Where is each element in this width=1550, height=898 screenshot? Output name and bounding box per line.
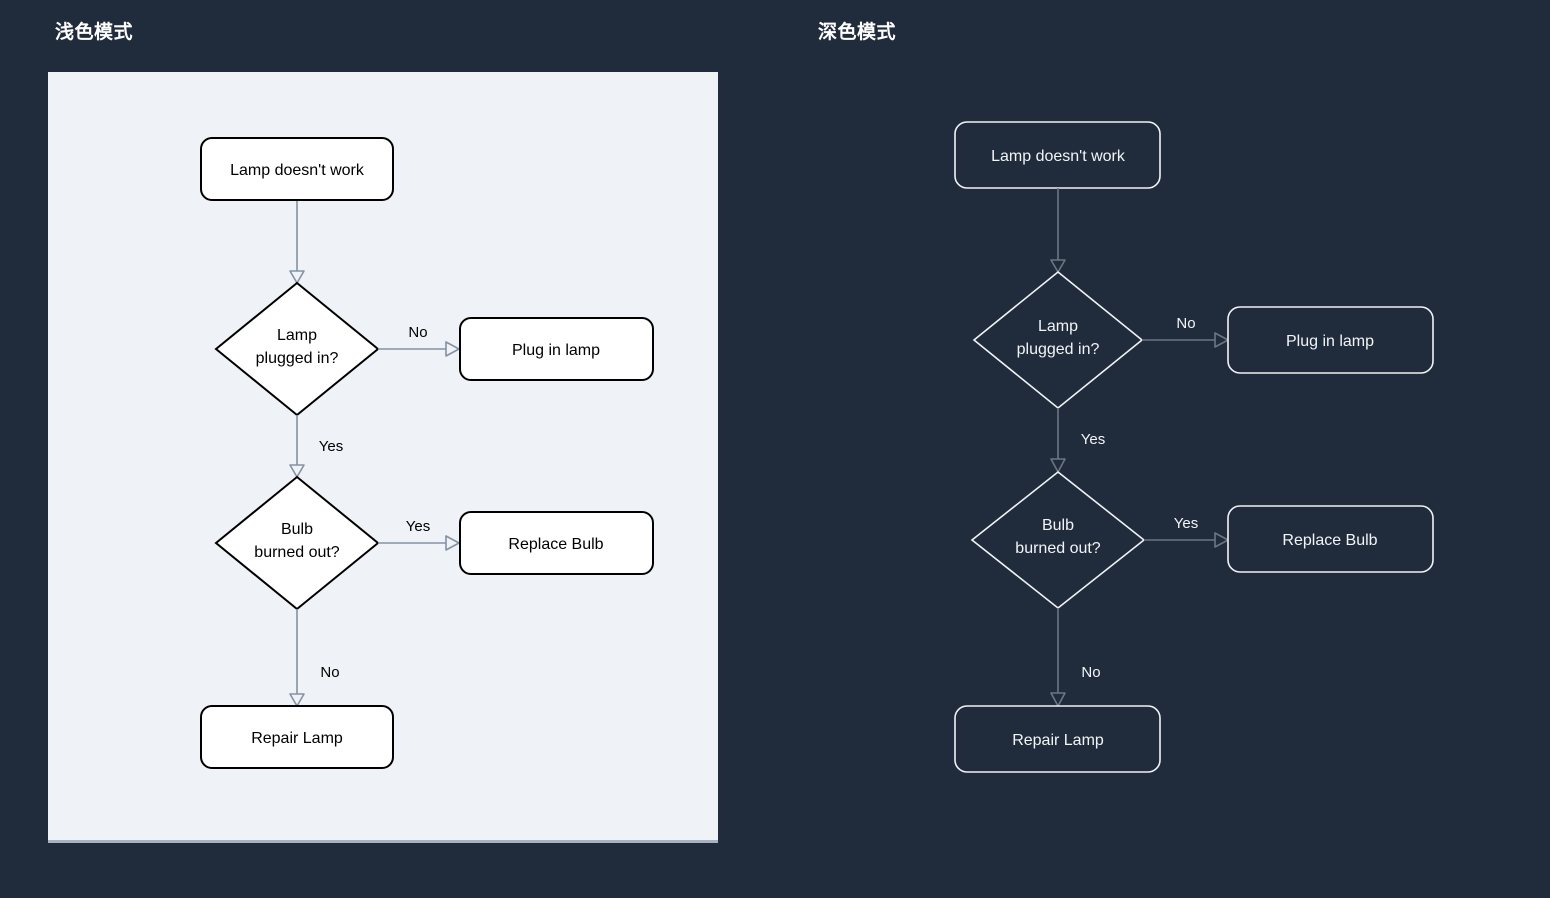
dark-mode-flowchart: Lamp doesn't work Lamp plugged in? No Pl… [954, 121, 1434, 773]
dark-edge-start-decision1 [1050, 188, 1066, 273]
dark-repair-label: Repair Lamp [1012, 732, 1104, 749]
arrow-right-icon [445, 535, 460, 551]
light-edge-yes1-label: Yes [319, 438, 343, 455]
dark-mode-title: 深色模式 [818, 22, 897, 43]
dark-start-label: Lamp doesn't work [991, 148, 1126, 165]
light-edge-yes2-label: Yes [406, 518, 430, 535]
dark-edge-yes2: Yes [1144, 515, 1229, 548]
dark-replace-node: Replace Bulb [1227, 505, 1434, 573]
light-decision2-label-line2: burned out? [254, 544, 340, 561]
light-replace-label: Replace Bulb [508, 536, 603, 553]
light-plug-node: Plug in lamp [459, 317, 654, 381]
light-decision1-shape [214, 281, 380, 417]
dark-replace-label: Replace Bulb [1282, 532, 1377, 549]
light-repair-label: Repair Lamp [251, 730, 343, 747]
arrow-right-icon [1214, 332, 1229, 348]
dark-edge-no1: No [1142, 315, 1229, 348]
light-edge-start-decision1 [289, 201, 305, 284]
dark-start-node: Lamp doesn't work [954, 121, 1161, 189]
light-edge-no2-label: No [320, 664, 339, 681]
light-replace-node: Replace Bulb [459, 511, 654, 575]
light-decision1-label-line1: Lamp [277, 327, 317, 344]
arrow-down-icon [289, 270, 305, 284]
dark-repair-node-shape [954, 705, 1161, 773]
light-edge-no1-label: No [408, 324, 427, 341]
light-replace-node-shape [459, 511, 654, 575]
light-edge-yes1: Yes [289, 415, 343, 478]
dark-plug-node: Plug in lamp [1227, 306, 1434, 374]
dark-plug-label: Plug in lamp [1286, 333, 1374, 350]
dark-edge-no2: No [1050, 608, 1101, 707]
dark-decision1-shape [972, 270, 1144, 410]
light-plug-node-shape [459, 317, 654, 381]
dark-edge-yes1-label: Yes [1081, 431, 1105, 448]
light-plug-label: Plug in lamp [512, 342, 600, 359]
dark-decision2-node: Bulb burned out? [970, 470, 1146, 610]
dark-decision2-label-line1: Bulb [1042, 517, 1074, 534]
light-decision2-label-line1: Bulb [281, 521, 313, 538]
dark-edge-yes2-label: Yes [1174, 515, 1198, 532]
dark-decision2-label-line2: burned out? [1015, 540, 1101, 557]
arrow-down-icon [1050, 259, 1066, 273]
dark-edge-no1-label: No [1176, 315, 1195, 332]
light-start-label: Lamp doesn't work [230, 162, 365, 179]
arrow-down-icon [289, 464, 305, 478]
light-repair-node-shape [200, 705, 394, 769]
dark-repair-node: Repair Lamp [954, 705, 1161, 773]
light-edge-no1: No [378, 324, 460, 357]
dark-decision1-label-line1: Lamp [1038, 318, 1078, 335]
light-decision2-node: Bulb burned out? [214, 475, 380, 611]
light-mode-panel: Lamp doesn't work Lamp plugged in? No Pl… [48, 72, 718, 843]
light-decision2-shape [214, 475, 380, 611]
light-repair-node: Repair Lamp [200, 705, 394, 769]
dark-edge-no2-label: No [1081, 664, 1100, 681]
light-decision1-node: Lamp plugged in? [214, 281, 380, 417]
dark-plug-node-shape [1227, 306, 1434, 374]
light-mode-flowchart: Lamp doesn't work Lamp plugged in? No Pl… [200, 137, 654, 769]
arrow-right-icon [445, 341, 460, 357]
arrow-down-icon [1050, 692, 1066, 707]
dark-decision1-label-line2: plugged in? [1017, 341, 1100, 358]
light-edge-no2: No [289, 609, 340, 707]
dark-edge-yes1: Yes [1050, 408, 1105, 473]
dark-decision1-node: Lamp plugged in? [972, 270, 1144, 410]
dark-replace-node-shape [1227, 505, 1434, 573]
arrow-right-icon [1214, 532, 1229, 548]
light-decision1-label-line2: plugged in? [256, 350, 339, 367]
light-start-node-shape [200, 137, 394, 201]
arrow-down-icon [1050, 458, 1066, 473]
arrow-down-icon [289, 693, 305, 707]
light-start-node: Lamp doesn't work [200, 137, 394, 201]
light-edge-yes2: Yes [378, 518, 460, 551]
light-mode-title: 浅色模式 [55, 22, 134, 43]
